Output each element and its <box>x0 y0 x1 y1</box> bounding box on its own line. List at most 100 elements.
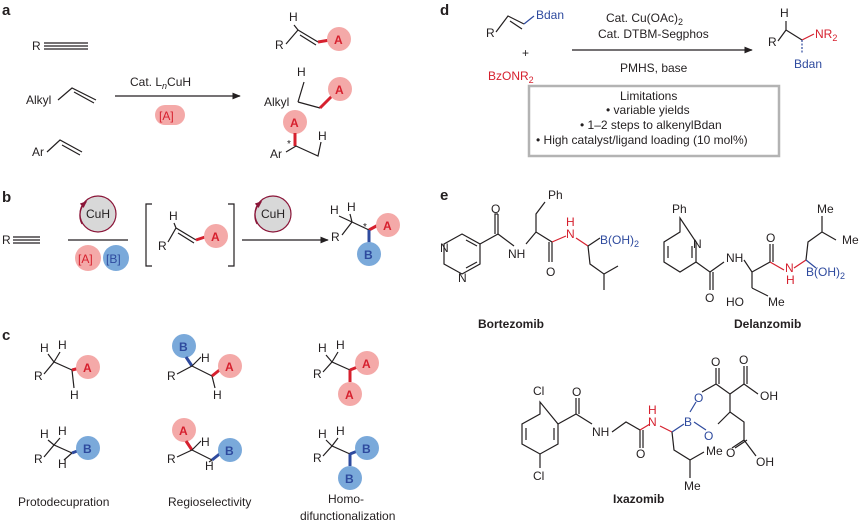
a-circle <box>75 245 101 271</box>
svg-text:B: B <box>179 340 188 354</box>
boronate-oxygen: O <box>704 429 713 443</box>
r-label: R <box>158 239 167 253</box>
plus-sign: + <box>522 46 529 60</box>
h-label: H <box>318 129 327 143</box>
svg-text:H: H <box>58 338 67 352</box>
svg-text:H: H <box>40 341 49 355</box>
bortezomib-structure: N N O NH Ph O N H B(OH)2 <box>440 188 639 290</box>
a-label: A <box>335 83 344 97</box>
pyridine-ring <box>663 216 697 273</box>
svg-text:R: R <box>34 369 43 383</box>
a-circle <box>376 213 400 237</box>
svg-text:R: R <box>34 452 43 466</box>
svg-text:A: A <box>345 388 354 402</box>
svg-text:O: O <box>766 231 775 245</box>
conditions-text: PMHS, base <box>620 61 688 75</box>
h-label: H <box>289 10 298 24</box>
svg-text:A: A <box>362 357 371 371</box>
svg-text:R: R <box>167 452 176 466</box>
h-label: H <box>169 209 178 223</box>
svg-text:A: A <box>83 361 92 375</box>
a-circle <box>327 27 351 51</box>
ar-label: Ar <box>32 145 44 159</box>
bdan-label: Bdan <box>536 8 564 22</box>
svg-text:H: H <box>318 427 327 441</box>
alkyl-chain-bonds <box>297 81 321 109</box>
svg-text:Me: Me <box>706 444 723 458</box>
svg-text:O: O <box>491 202 500 216</box>
vinyl-bonds <box>285 29 319 46</box>
r-label: R <box>275 38 284 52</box>
left-bracket <box>145 203 152 267</box>
svg-text:H: H <box>70 388 79 402</box>
new-c-a-bond <box>318 94 334 110</box>
bracket-a-label: [A] <box>78 252 93 266</box>
cuh-label: CuH <box>261 207 285 221</box>
svg-text:OH: OH <box>756 455 774 469</box>
svg-text:R: R <box>167 369 176 383</box>
limitation-item: • 1–2 steps to alkenylBdan <box>580 118 722 132</box>
delanzomib-structure: Ph N O NH O HO Me N H Me Me B(OH)2 <box>663 202 859 309</box>
product-bonds <box>777 21 803 42</box>
alkyl-alkene-bonds <box>57 87 97 104</box>
pyrazine-ring <box>443 233 481 275</box>
homodifunctionalization-a: H H R A A <box>313 338 379 406</box>
nr2-label: NR2 <box>815 27 837 43</box>
svg-text:O: O <box>705 291 714 305</box>
svg-text:B: B <box>362 442 371 456</box>
svg-text:N: N <box>458 271 467 285</box>
svg-text:N: N <box>693 237 702 251</box>
panel-c: c H H R H A H H R H B Protodecupration <box>2 327 395 523</box>
h-label: H <box>347 200 356 214</box>
svg-text:R: R <box>313 367 322 381</box>
bracket-b-label: [B] <box>106 252 121 266</box>
r-label: R <box>32 39 41 53</box>
protodecupration-a: H H R H A <box>34 338 100 402</box>
a-label: A <box>334 33 343 47</box>
boron-atom: B <box>684 415 692 429</box>
bracket-a-bg <box>155 105 185 125</box>
svg-text:O: O <box>572 385 581 399</box>
svg-text:H: H <box>318 341 327 355</box>
svg-text:Ph: Ph <box>672 202 687 216</box>
bortezomib-name: Bortezomib <box>478 317 544 331</box>
r-label: R <box>768 35 777 49</box>
svg-text:H: H <box>201 351 210 365</box>
svg-text:R: R <box>313 451 322 465</box>
svg-text:Cl: Cl <box>533 384 544 398</box>
svg-text:O: O <box>636 447 645 461</box>
svg-text:H: H <box>40 427 49 441</box>
svg-text:OH: OH <box>760 389 778 403</box>
protodecupration-b: H H R H B <box>34 424 100 471</box>
panel-e-label: e <box>440 187 448 204</box>
svg-text:O: O <box>711 355 720 369</box>
svg-text:Ph: Ph <box>548 188 563 202</box>
panel-b-label: b <box>2 189 11 206</box>
label-protodecupration: Protodecupration <box>18 495 109 509</box>
h-label: H <box>330 203 339 217</box>
svg-text:HO: HO <box>726 295 744 309</box>
svg-text:Me: Me <box>842 233 859 247</box>
a-label: A <box>383 219 392 233</box>
a-label: A <box>290 116 299 130</box>
regioselectivity-a: B R H H A <box>167 334 242 402</box>
svg-text:O: O <box>739 353 748 367</box>
a-label: A <box>211 230 220 244</box>
label-difunctionalization: difunctionalization <box>300 509 395 523</box>
boronic-acid-label: B(OH)2 <box>600 233 639 249</box>
svg-text:H: H <box>205 459 214 473</box>
a-circle <box>204 224 228 248</box>
b-circle <box>357 242 381 266</box>
ligand-text: Cat. DTBM-Segphos <box>598 27 709 41</box>
delanzomib-name: Delanzomib <box>734 317 801 331</box>
ixazomib-name: Ixazomib <box>613 492 664 506</box>
svg-text:Me: Me <box>684 479 701 493</box>
catalyst-text: Cat. Cu(OAc)2 <box>606 11 683 27</box>
homodifunctionalization-b: H H R B B <box>313 424 379 490</box>
h-label: H <box>297 65 306 79</box>
label-regioselectivity: Regioselectivity <box>168 495 251 509</box>
alkyne-triple-bond <box>13 236 40 244</box>
bracket-a-label: [A] <box>159 109 174 123</box>
svg-text:H: H <box>58 457 67 471</box>
regioselectivity-b: A R H H B <box>167 418 242 473</box>
